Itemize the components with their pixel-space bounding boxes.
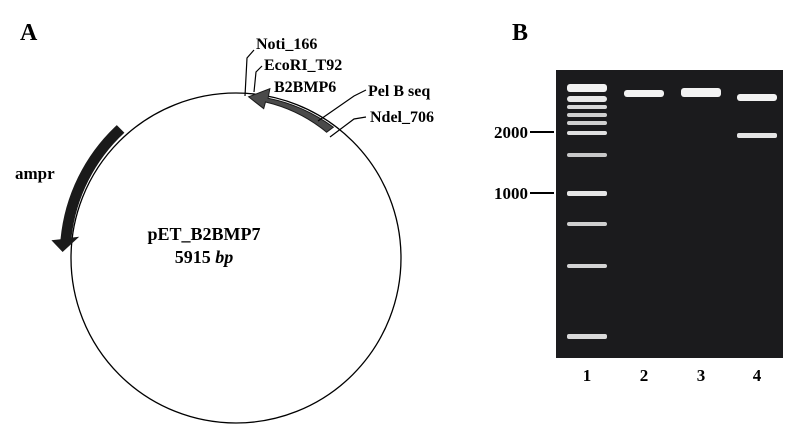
plasmid-size-unit: bp: [215, 247, 233, 267]
panel-a-label: A: [20, 20, 38, 46]
panel-b: B 2000 1000 1 2 3 4: [494, 20, 783, 385]
gel-band: [567, 264, 607, 268]
ndel-label: Ndel_706: [370, 109, 434, 126]
ampr-label: ampr: [15, 164, 55, 183]
ampr-arrow: [51, 125, 125, 252]
plasmid-circle: [70, 92, 402, 424]
ecori-label: EcoRI_T92: [264, 57, 342, 74]
gel-band: [567, 131, 607, 135]
marker-label-1000: 1000: [494, 184, 528, 203]
marker-label-2000: 2000: [494, 123, 528, 142]
panel-b-label: B: [512, 20, 528, 46]
gel-band: [737, 94, 777, 101]
plasmid-name: pET_B2BMP7: [147, 224, 260, 244]
gel-band: [567, 334, 607, 339]
gel-band: [567, 105, 607, 109]
pelb-callout-line: [317, 89, 367, 122]
gel-band: [567, 84, 607, 92]
lane-label: 3: [697, 366, 706, 385]
pelb-label: Pel B seq: [368, 83, 430, 100]
b2bmp6-arrow: [247, 87, 335, 133]
gel-band: [567, 113, 607, 117]
gel-band: [567, 222, 607, 226]
ladder-lane: [567, 84, 607, 339]
b2bmp6-label: B2BMP6: [274, 79, 336, 96]
gel-band: [567, 121, 607, 125]
gel-band: [681, 88, 721, 97]
noti-callout-line: [244, 49, 255, 97]
panel-a: A Noti_166 EcoRI_T92 B2BMP6 Pel B seq Nd…: [15, 20, 434, 424]
gel-background: [556, 70, 783, 358]
gel-band: [624, 90, 664, 97]
ndel-callout-line: [329, 116, 367, 138]
gel-band: [567, 96, 607, 102]
plasmid-size: 5915 bp: [175, 247, 234, 267]
ecori-callout-line: [253, 65, 263, 93]
gel-band: [567, 191, 607, 196]
gel-band: [737, 133, 777, 138]
gel-band: [567, 153, 607, 157]
lane-label: 4: [753, 366, 762, 385]
noti-label: Noti_166: [256, 36, 317, 53]
lane-label: 1: [583, 366, 592, 385]
plasmid-size-number: 5915: [175, 247, 211, 267]
lane-label: 2: [640, 366, 649, 385]
